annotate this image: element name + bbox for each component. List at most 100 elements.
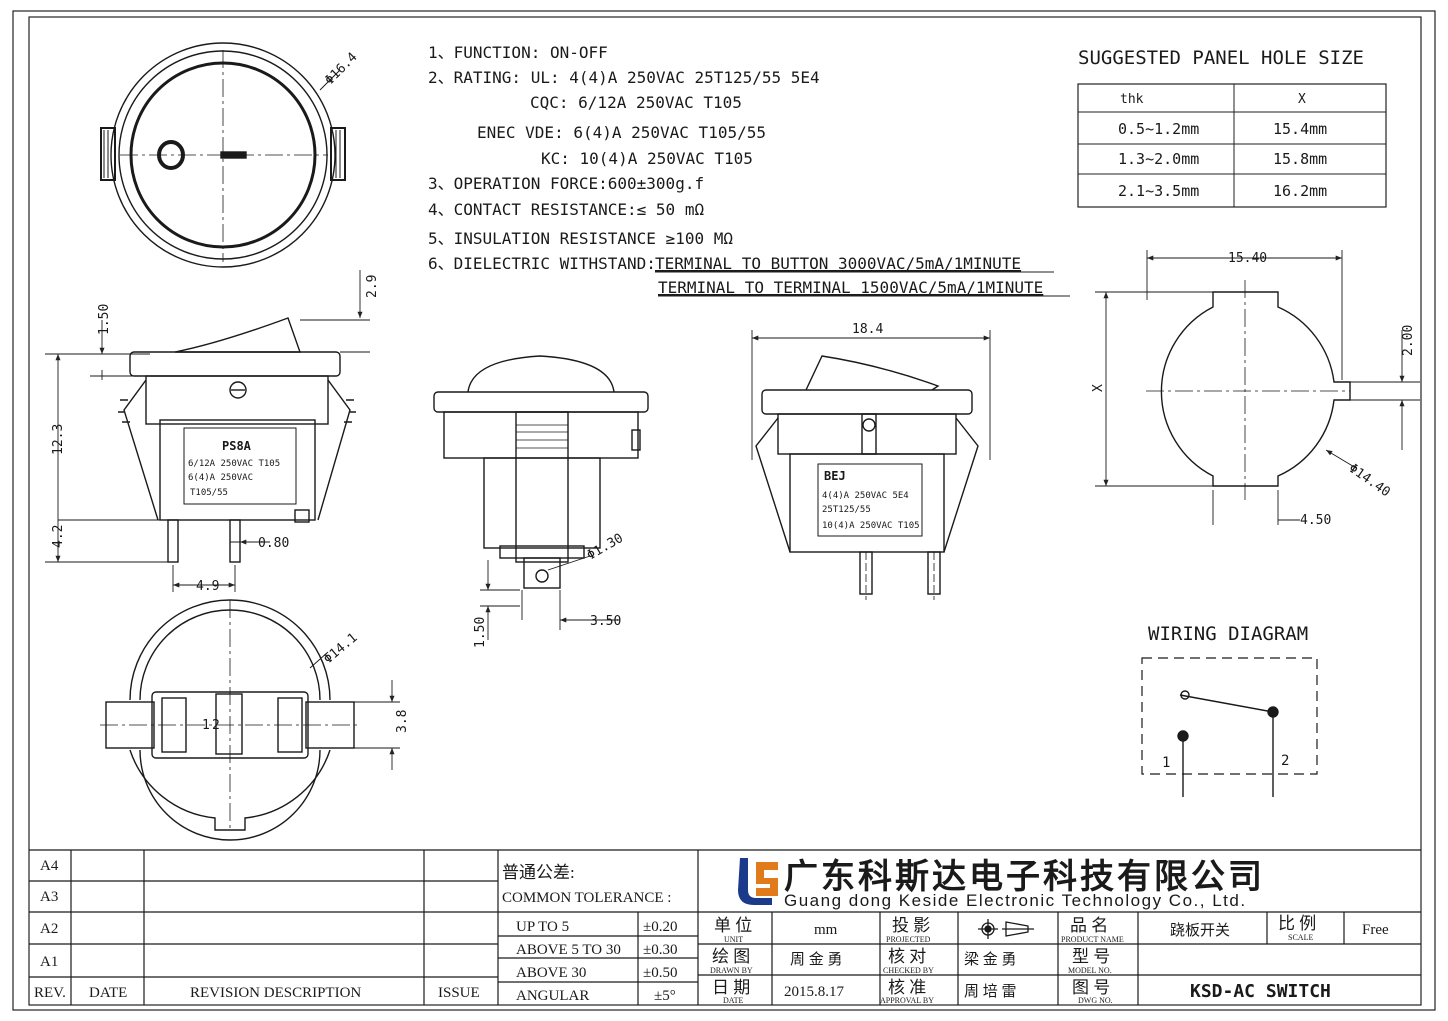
dim-184: 18.4 <box>852 322 883 337</box>
wiring-diagram: WIRING DIAGRAM 1 2 <box>1141 623 1318 797</box>
date-en: DATE <box>723 996 744 1005</box>
rev-col-rev: REV. <box>34 985 66 1001</box>
dim-x: X <box>1091 384 1106 392</box>
spec-insulation: 5、INSULATION RESISTANCE ≥100 MΩ <box>428 229 733 248</box>
tol-row-2-label: ABOVE 5 TO 30 <box>516 942 621 958</box>
revision-text: A4 A3 A2 A1 REV. DATE REVISION DESCRIPTI… <box>34 858 480 1001</box>
scale-cn: 比 例 <box>1278 914 1316 933</box>
unit-value: mm <box>814 922 838 938</box>
spec-rating-kc: KC: 10(4)A 250VAC T105 <box>541 149 753 168</box>
dim-hole: Φ1.30 <box>585 531 626 564</box>
section-view: Φ1.30 3.50 1.50 <box>433 355 649 648</box>
rev-col-desc: REVISION DESCRIPTION <box>190 985 361 1001</box>
bottom-term-1: 1 <box>202 718 210 733</box>
td-x-2: 15.8mm <box>1273 150 1327 168</box>
company-name-en: Guang dong Keside Electronic Technology … <box>784 891 1247 910</box>
dim-200: 2.00 <box>1401 325 1416 356</box>
drawn-cn: 绘 图 <box>712 947 750 966</box>
company-banner: 广东科斯达电子科技有限公司 Guang dong Keside Electron… <box>738 857 1265 910</box>
spec-rating-cqc: CQC: 6/12A 250VAC T105 <box>530 93 742 112</box>
rev-a3: A3 <box>40 889 58 905</box>
dim-350: 3.50 <box>590 614 621 629</box>
wiring-t1: 1 <box>1162 755 1170 771</box>
drawn-en: DRAWN BY <box>710 966 753 975</box>
check-en: CHECKED BY <box>883 966 934 975</box>
spec-rating-enec: ENEC VDE: 6(4)A 250VAC T105/55 <box>477 123 766 142</box>
tolerance-title-cn: 普通公差: <box>502 863 575 882</box>
pname-cn: 品 名 <box>1070 916 1108 935</box>
dim-150: 1.50 <box>97 304 112 335</box>
title-block-grid <box>698 911 1421 1005</box>
rev-a1: A1 <box>40 954 58 970</box>
front-label-3: 25T125/55 <box>822 505 871 515</box>
spec-operation-force: 3、OPERATION FORCE:600±300g.f <box>428 174 704 193</box>
dim-1440: Φ14.40 <box>1346 461 1393 500</box>
inner-border <box>28 16 1422 1006</box>
bottom-view: 1 2 Φ14.1 3.8 <box>100 599 410 841</box>
side-label-2: 6/12A 250VAC T105 <box>188 459 280 469</box>
pname-value: 跷板开关 <box>1170 921 1230 939</box>
proj-cn: 投 影 <box>892 916 930 935</box>
spec-contact-resistance: 4、CONTACT RESISTANCE:≤ 50 mΩ <box>428 200 704 219</box>
th-x: X <box>1298 92 1306 107</box>
side-label-4: T105/55 <box>190 488 228 498</box>
tol-row-4-label: ANGULAR <box>516 988 589 1004</box>
check-cn: 核 对 <box>888 947 926 966</box>
td-thk-1: 0.5~1.2mm <box>1118 120 1199 138</box>
dim-150b: 1.50 <box>473 617 488 648</box>
bottom-term-2: 2 <box>212 718 220 733</box>
dim-080: 0.80 <box>258 536 289 551</box>
spec-dielectric: 6、DIELECTRIC WITHSTAND: <box>428 254 656 273</box>
date-cn: 日 期 <box>712 978 750 997</box>
front-label-1: BEJ <box>824 469 846 483</box>
dim-141: Φ14.1 <box>321 630 361 667</box>
model-en: MODEL NO. <box>1068 966 1112 975</box>
outer-border <box>12 10 1436 1011</box>
drawn-value: 周 金 勇 <box>790 951 843 968</box>
wiring-title: WIRING DIAGRAM <box>1148 623 1308 645</box>
date-value: 2015.8.17 <box>784 984 845 1000</box>
appr-en: APPROVAL BY <box>880 996 934 1005</box>
td-thk-2: 1.3~2.0mm <box>1118 150 1199 168</box>
front-label-2: 4(4)A 250VAC 5E4 <box>822 491 909 501</box>
th-thk: thk <box>1120 92 1144 107</box>
dim-49: 4.9 <box>196 579 219 594</box>
model-cn: 型 号 <box>1072 947 1110 966</box>
tol-row-4-val: ±5° <box>654 988 676 1004</box>
scale-en: SCALE <box>1288 933 1313 942</box>
dim-29: 2.9 <box>365 275 380 298</box>
withstand-2: TERMINAL TO TERMINAL 1500VAC/5mA/1MINUTE <box>658 278 1043 297</box>
front-view: BEJ 4(4)A 250VAC 5E4 25T125/55 10(4)A 25… <box>751 322 991 600</box>
side-label-3: 6(4)A 250VAC <box>188 473 253 483</box>
dwg-value: KSD-AC SWITCH <box>1190 981 1331 1002</box>
dim-42: 4.2 <box>51 525 66 548</box>
dim-450: 4.50 <box>1300 513 1331 528</box>
projection-symbol <box>978 919 1034 939</box>
td-x-1: 15.4mm <box>1273 120 1327 138</box>
rev-a4: A4 <box>40 858 59 874</box>
tol-row-1-label: UP TO 5 <box>516 919 569 935</box>
panel-hole-drawing: 15.40 X 2.00 Φ14.40 4.50 <box>1091 250 1420 528</box>
tolerance-title-en: COMMON TOLERANCE : <box>502 890 671 906</box>
dwg-en: DWG NO. <box>1078 996 1113 1005</box>
tolerance-table <box>498 850 699 1005</box>
company-name-cn: 广东科斯达电子科技有限公司 <box>784 857 1265 896</box>
pname-en: PRODUCT NAME <box>1061 935 1124 944</box>
title-block-text: 单 位 UNIT mm 投 影 PROJECTED 品 名 PRODUCT NA… <box>710 914 1389 1005</box>
scale-value: Free <box>1362 922 1389 938</box>
spec-block: 1、FUNCTION: ON-OFF 2、RATING: UL: 4(4)A 2… <box>428 43 1070 297</box>
unit-cn: 单 位 <box>714 916 752 935</box>
td-x-3: 16.2mm <box>1273 182 1327 200</box>
dwg-cn: 图 号 <box>1072 978 1110 997</box>
td-thk-3: 2.1~3.5mm <box>1118 182 1199 200</box>
top-view: Φ16.4 <box>100 42 361 268</box>
revision-table <box>29 849 1421 1005</box>
front-label-4: 10(4)A 250VAC T105 <box>822 521 920 531</box>
rev-col-date: DATE <box>89 985 127 1001</box>
appr-cn: 核 准 <box>888 978 926 997</box>
side-view: PS8A 6/12A 250VAC T105 6(4)A 250VAC T105… <box>45 270 380 594</box>
withstand-1: TERMINAL TO BUTTON 3000VAC/5mA/1MINUTE <box>655 254 1021 273</box>
panel-hole-title: SUGGESTED PANEL HOLE SIZE <box>1078 47 1364 69</box>
dim-1540: 15.40 <box>1228 251 1267 266</box>
